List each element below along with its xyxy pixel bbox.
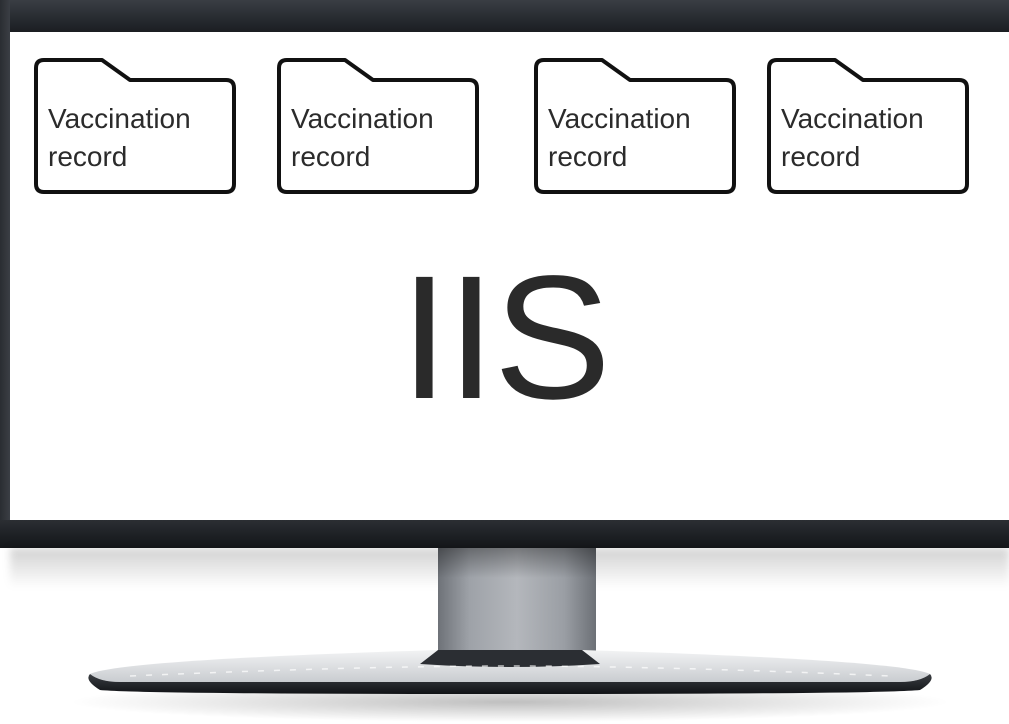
- folder-vaccination-record-4: Vaccination record: [765, 58, 969, 194]
- iis-title: IIS: [399, 240, 611, 436]
- folder-icon: [534, 58, 736, 194]
- folder-label: Vaccination record: [781, 103, 924, 172]
- monitor-stand-neck: [438, 548, 596, 656]
- folder-icon: [277, 58, 479, 194]
- folder-label: Vaccination record: [291, 103, 434, 172]
- folder-vaccination-record-3: Vaccination record: [532, 58, 736, 194]
- folder-icon: [34, 58, 236, 194]
- monitor-stand-base: [70, 650, 950, 722]
- monitor-top-bezel: [0, 0, 1009, 32]
- folder-label: Vaccination record: [48, 103, 191, 172]
- folder-label: Vaccination record: [548, 103, 691, 172]
- folder-vaccination-record-2: Vaccination record: [275, 58, 479, 194]
- folder-icon: [767, 58, 969, 194]
- monitor-left-bezel: [0, 0, 10, 548]
- monitor-stand-neck-shadow: [438, 548, 596, 578]
- folder-vaccination-record-1: Vaccination record: [32, 58, 236, 194]
- monitor-bottom-bezel: [0, 520, 1009, 548]
